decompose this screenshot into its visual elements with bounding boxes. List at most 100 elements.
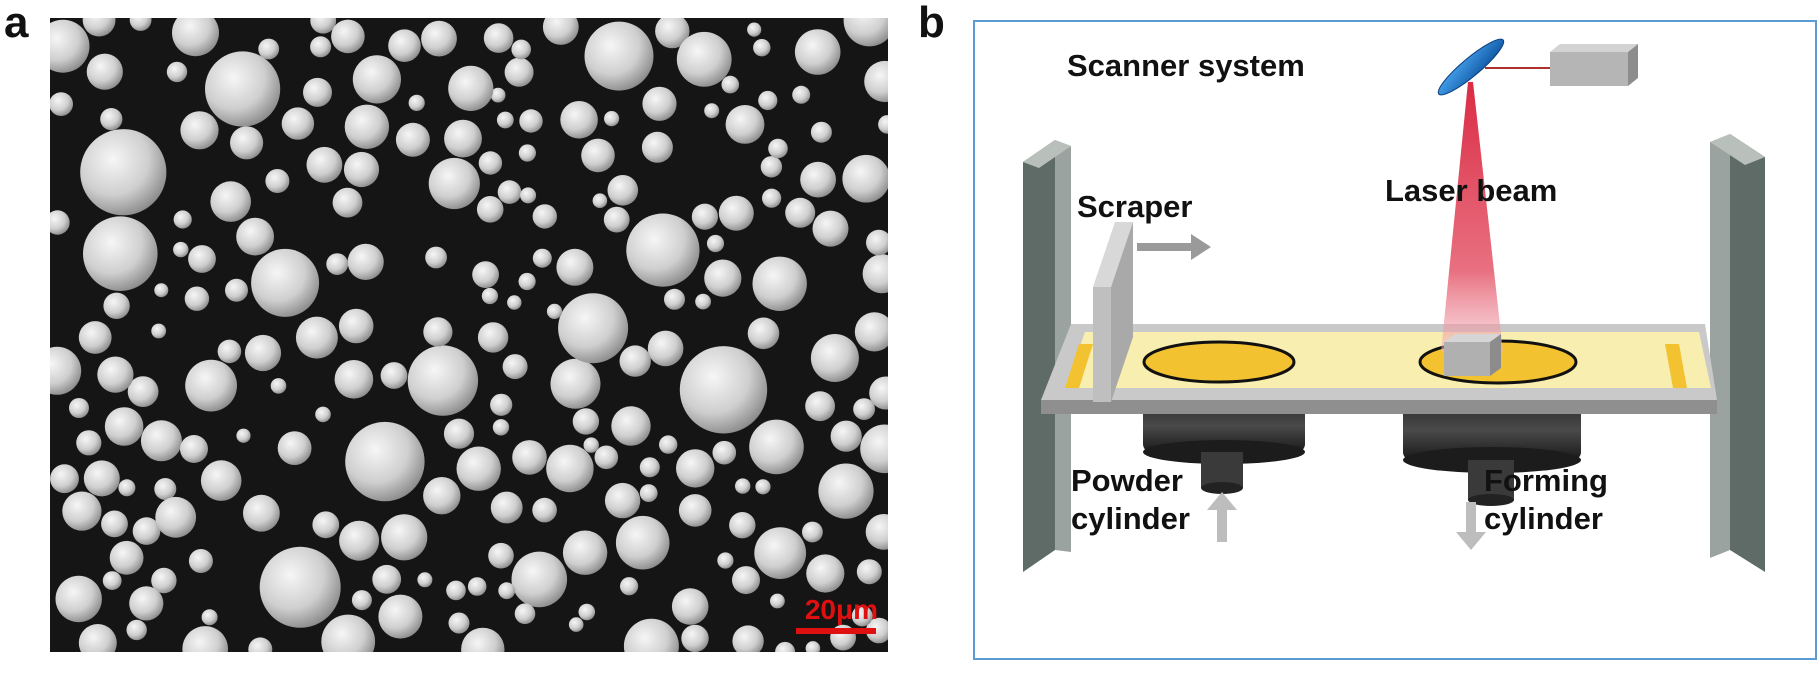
powder-particle — [315, 406, 331, 423]
powder-particle — [101, 510, 128, 538]
powder-particle — [843, 18, 888, 47]
powder-particle — [842, 154, 888, 203]
powder-particle — [378, 594, 423, 639]
powder-particle — [812, 210, 849, 247]
powder-particle — [481, 287, 498, 305]
powder-particle — [550, 358, 601, 409]
scanner-mirror — [1437, 38, 1505, 96]
powder-particle — [127, 376, 159, 407]
powder-particle — [496, 111, 514, 129]
powder-particle — [520, 187, 537, 204]
powder-particle — [334, 360, 374, 399]
powder-particle — [604, 482, 641, 519]
powder-particle — [201, 609, 218, 626]
powder-particle — [805, 641, 821, 652]
powder-particle — [351, 590, 372, 611]
powder-particle — [443, 418, 475, 449]
forming-cylinder — [1403, 400, 1581, 506]
powder-particle — [639, 457, 660, 478]
left-wall — [1023, 140, 1071, 572]
powder-particle — [607, 175, 639, 206]
powder-particle — [277, 431, 312, 465]
powder-particle — [583, 437, 599, 453]
powder-particle — [248, 637, 273, 652]
powder-particle — [140, 420, 182, 462]
powder-particle — [691, 203, 719, 230]
powder-particle — [103, 292, 130, 319]
powder-particle — [810, 121, 832, 143]
powder-particle — [428, 157, 480, 210]
forming-down-arrow — [1456, 502, 1486, 550]
powder-particle — [802, 521, 823, 543]
powder-particle — [519, 109, 543, 133]
powder-particle — [676, 31, 732, 87]
slm-schematic: Scanner system Laser beam Scraper Powder… — [973, 20, 1817, 660]
powder-particle — [155, 496, 197, 538]
powder-particle — [518, 272, 536, 291]
powder-particle — [408, 94, 425, 111]
powder-particle — [655, 18, 690, 49]
laser-source — [1485, 44, 1638, 86]
powder-particle — [676, 449, 715, 488]
powder-particle — [347, 243, 384, 280]
powder-particle — [217, 339, 242, 364]
powder-particle — [647, 330, 684, 367]
powder-particle — [664, 288, 685, 310]
powder-particle — [752, 256, 807, 311]
powder-particle — [423, 477, 461, 515]
powder-particle — [866, 617, 888, 644]
powder-particle — [295, 316, 338, 359]
powder-particle — [50, 19, 90, 73]
powder-particle — [444, 119, 482, 158]
powder-particle — [129, 586, 164, 621]
powder-particle — [755, 479, 771, 495]
powder-particle — [862, 254, 888, 294]
powder-particle — [225, 278, 248, 302]
powder-particle — [732, 625, 764, 652]
powder-particle — [498, 582, 516, 600]
powder-particle — [100, 108, 123, 131]
powder-particle — [775, 641, 796, 652]
powder-particle — [511, 551, 568, 608]
powder-particle — [806, 554, 845, 593]
label-powder-cylinder-2: cylinder — [1071, 501, 1190, 536]
label-scanner-system: Scanner system — [1067, 48, 1305, 83]
powder-particle — [173, 210, 192, 229]
powder-particle — [603, 206, 630, 233]
powder-particle — [792, 85, 811, 104]
powder-particle — [732, 566, 760, 595]
powder-particle — [866, 229, 888, 256]
powder-particle — [270, 378, 287, 394]
build-platform — [1041, 324, 1717, 414]
powder-particle — [236, 428, 251, 443]
powder-particle — [856, 559, 882, 585]
powder-particle — [184, 286, 210, 311]
powder-particle — [151, 323, 167, 339]
powder-particle — [679, 346, 768, 434]
powder-particle — [258, 38, 280, 60]
printed-part — [1444, 334, 1501, 376]
powder-particle — [853, 398, 875, 420]
powder-particle — [407, 345, 479, 416]
powder-particle — [860, 424, 888, 474]
scraper — [1093, 222, 1133, 402]
powder-particle — [69, 398, 89, 418]
powder-particle — [558, 293, 629, 364]
powder-particle — [461, 627, 505, 652]
powder-particle — [490, 491, 523, 524]
powder-particle — [760, 156, 783, 178]
sem-micrograph: 20μm — [50, 18, 888, 652]
powder-particle — [754, 527, 807, 579]
powder-particle — [76, 430, 102, 456]
powder-particle — [321, 614, 376, 652]
powder-particle — [546, 303, 563, 319]
machine-drawing — [1023, 38, 1765, 572]
powder-particle — [865, 514, 888, 550]
powder-particle — [497, 180, 522, 204]
powder-particle — [467, 577, 487, 596]
powder-particle — [388, 29, 421, 62]
powder-particle — [200, 460, 242, 501]
powder-particle — [581, 138, 615, 173]
powder-particle — [639, 484, 658, 502]
powder-particle — [818, 463, 874, 519]
